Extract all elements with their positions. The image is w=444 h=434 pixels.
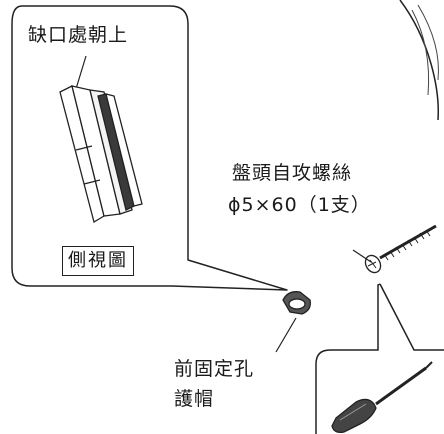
- screwdriver-part: [331, 361, 433, 434]
- callout-bubble: [11, 5, 288, 291]
- cap-leader: [275, 317, 297, 353]
- screw-leader: [352, 249, 372, 263]
- fixing-hole-cap-part: [282, 291, 311, 315]
- screw-name-label: 盤頭自攻螺絲: [232, 162, 353, 184]
- side-view-label: 側視圖: [62, 246, 134, 276]
- screw-spec-label: ϕ5×60（1支）: [228, 194, 371, 216]
- side-view-part: [59, 85, 143, 224]
- cap-label-line2: 護帽: [174, 388, 215, 410]
- screw-part: [364, 224, 437, 274]
- cap-label-line1: 前固定孔: [174, 358, 255, 380]
- pole-edge: [399, 0, 439, 121]
- screwdriver-callout: [315, 283, 444, 434]
- notch-direction-note: 缺口處朝上: [28, 24, 129, 46]
